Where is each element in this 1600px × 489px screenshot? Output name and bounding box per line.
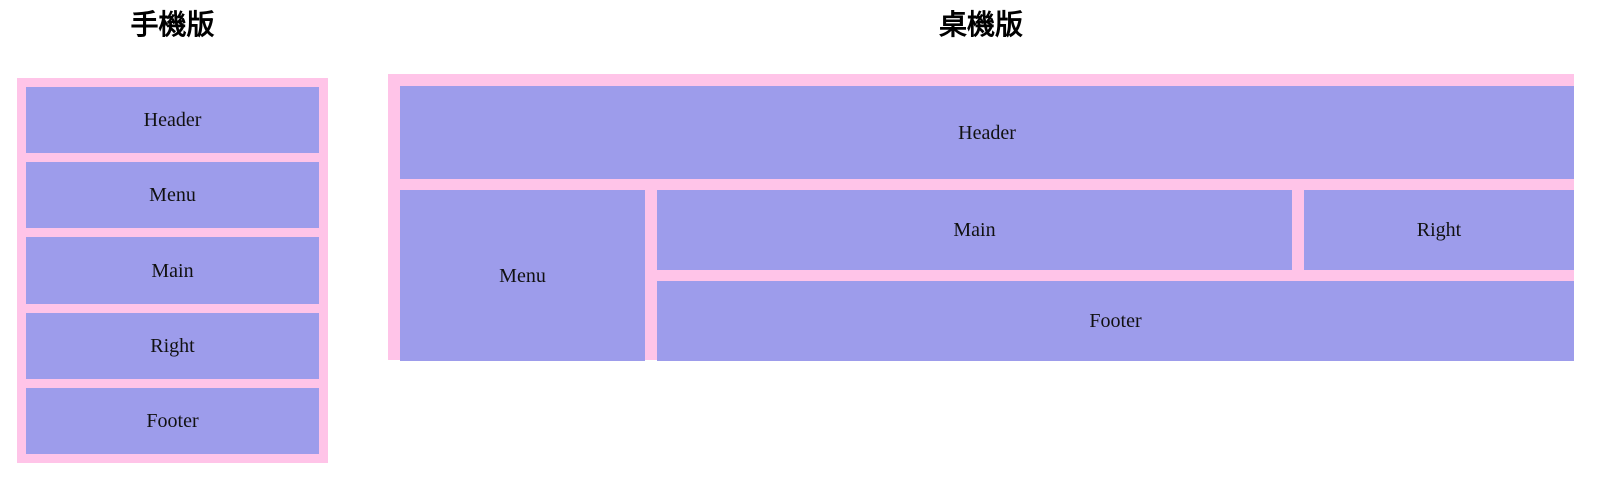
desktop-block-main: Main [657, 190, 1292, 270]
mobile-block-footer: Footer [26, 387, 319, 455]
mobile-layout-title: 手機版 [130, 8, 215, 41]
mobile-layout-wireframe: Header Menu Main Right Footer [17, 78, 328, 463]
desktop-block-footer: Footer [657, 281, 1574, 361]
mobile-block-header: Header [26, 87, 319, 154]
desktop-block-right: Right [1304, 190, 1574, 270]
mobile-block-menu: Menu [26, 162, 319, 229]
mobile-block-right: Right [26, 312, 319, 379]
desktop-block-menu: Menu [400, 190, 645, 361]
desktop-layout-wireframe: Header Menu Main Right Footer [388, 74, 1574, 361]
mobile-block-main: Main [26, 237, 319, 304]
desktop-block-header: Header [400, 86, 1574, 179]
desktop-layout-title: 桌機版 [938, 8, 1023, 41]
